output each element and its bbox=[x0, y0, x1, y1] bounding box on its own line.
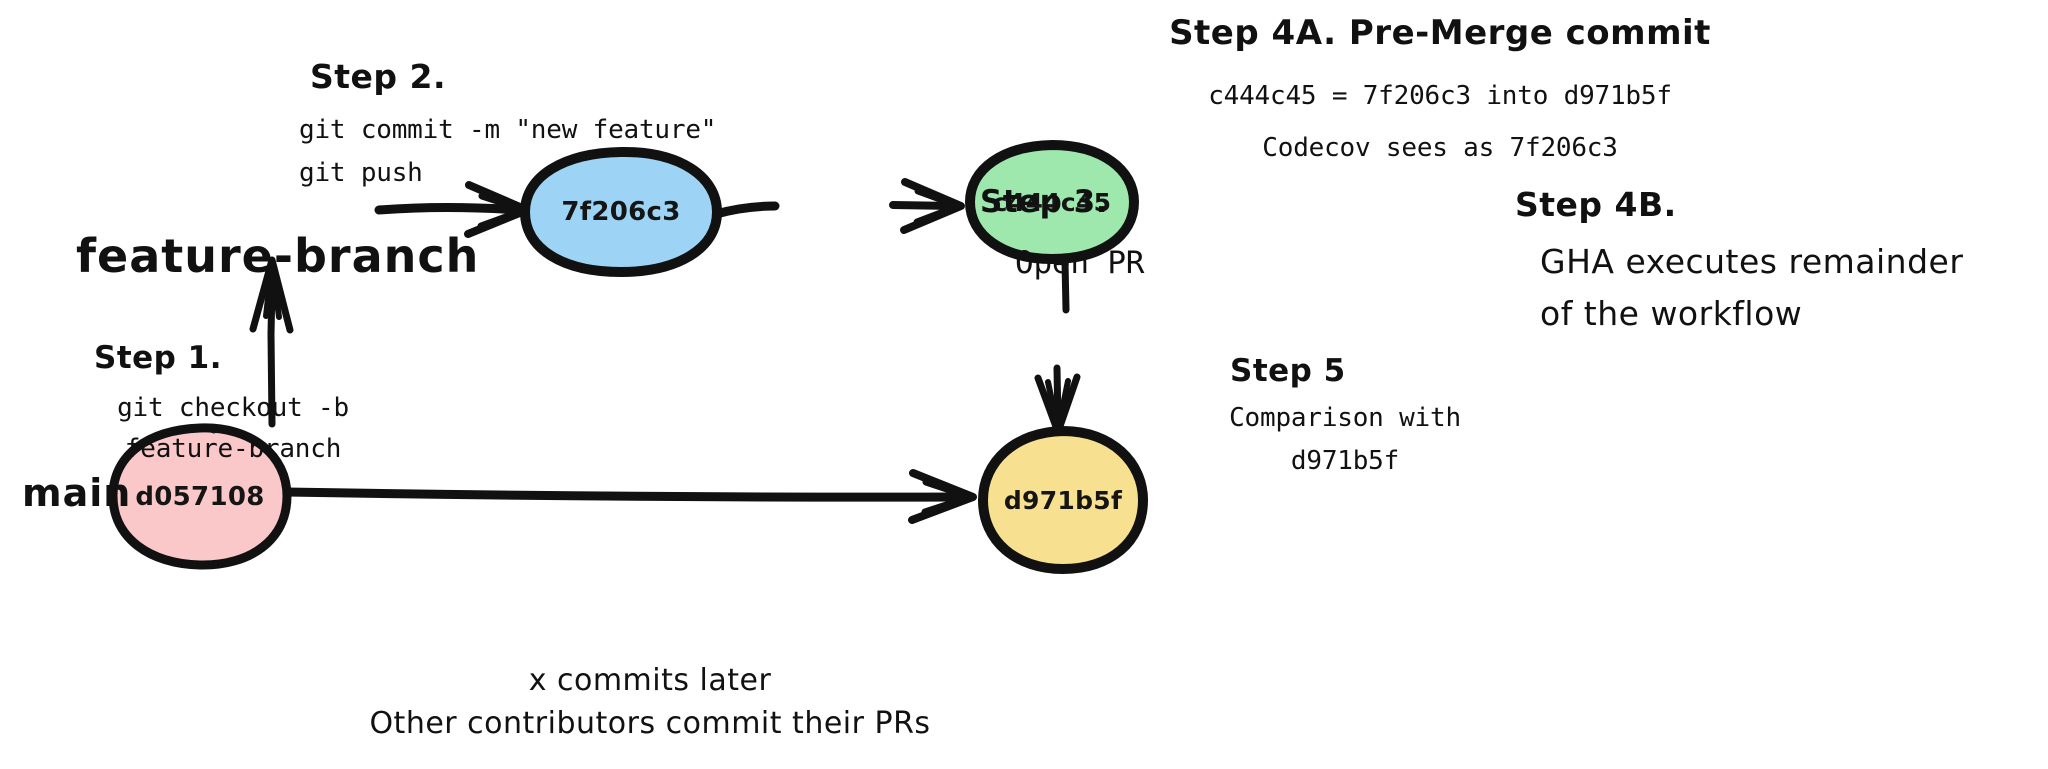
step4b-line-1: GHA executes remainder bbox=[1540, 242, 1964, 281]
step4a-line-2: Codecov sees as 7f206c3 bbox=[1262, 133, 1618, 163]
node-feature-commit[interactable] bbox=[520, 146, 722, 277]
step1-heading: Step 1. bbox=[94, 340, 222, 376]
edge-commit-to-merge bbox=[711, 178, 965, 234]
step5-heading: Step 5 bbox=[1230, 353, 1346, 389]
node-head-commit[interactable] bbox=[978, 426, 1148, 574]
edge-merge-to-head bbox=[1034, 258, 1081, 436]
node-base-commit[interactable] bbox=[108, 423, 292, 570]
branch-label-feature-branch: feature-branch bbox=[76, 229, 480, 283]
branch-label-main: main bbox=[22, 471, 132, 515]
step3-edge-label: Open PR bbox=[1015, 245, 1145, 281]
step4b-line-2: of the workflow bbox=[1540, 294, 1803, 333]
step4b-heading: Step 4B. bbox=[1515, 185, 1677, 224]
node-feature-commit-label: 7f206c3 bbox=[561, 197, 681, 227]
step2-heading: Step 2. bbox=[310, 57, 447, 96]
main-edge-line-2: Other contributors commit their PRs bbox=[369, 706, 931, 741]
step5-line-1: Comparison with bbox=[1229, 403, 1461, 433]
step2-line-2: git push bbox=[299, 158, 423, 188]
node-merge-commit[interactable] bbox=[965, 140, 1139, 264]
step2-line-1: git commit -m "new feature" bbox=[299, 115, 717, 145]
step5-line-2: d971b5f bbox=[1290, 446, 1400, 476]
node-head-commit-label: d971b5f bbox=[1003, 485, 1123, 515]
step4a-heading: Step 4A. Pre-Merge commit bbox=[1169, 13, 1711, 53]
edge-feature-branch-to-commit bbox=[374, 181, 531, 238]
edge-base-to-feature-branch bbox=[249, 256, 294, 428]
step1-line-2: feature-branch bbox=[124, 434, 342, 464]
edge-base-to-head bbox=[281, 469, 977, 524]
step3-heading: Step 3. bbox=[980, 184, 1108, 220]
node-feature-commit-label-wrap: 7f206c3 bbox=[525, 152, 717, 272]
main-edge-line-1: x commits later bbox=[528, 663, 772, 698]
step4a-line-1: c444c45 = 7f206c3 into d971b5f bbox=[1208, 81, 1672, 111]
node-head-commit-label-wrap: d971b5f bbox=[983, 431, 1143, 569]
step1-line-1: git checkout -b bbox=[117, 393, 349, 423]
